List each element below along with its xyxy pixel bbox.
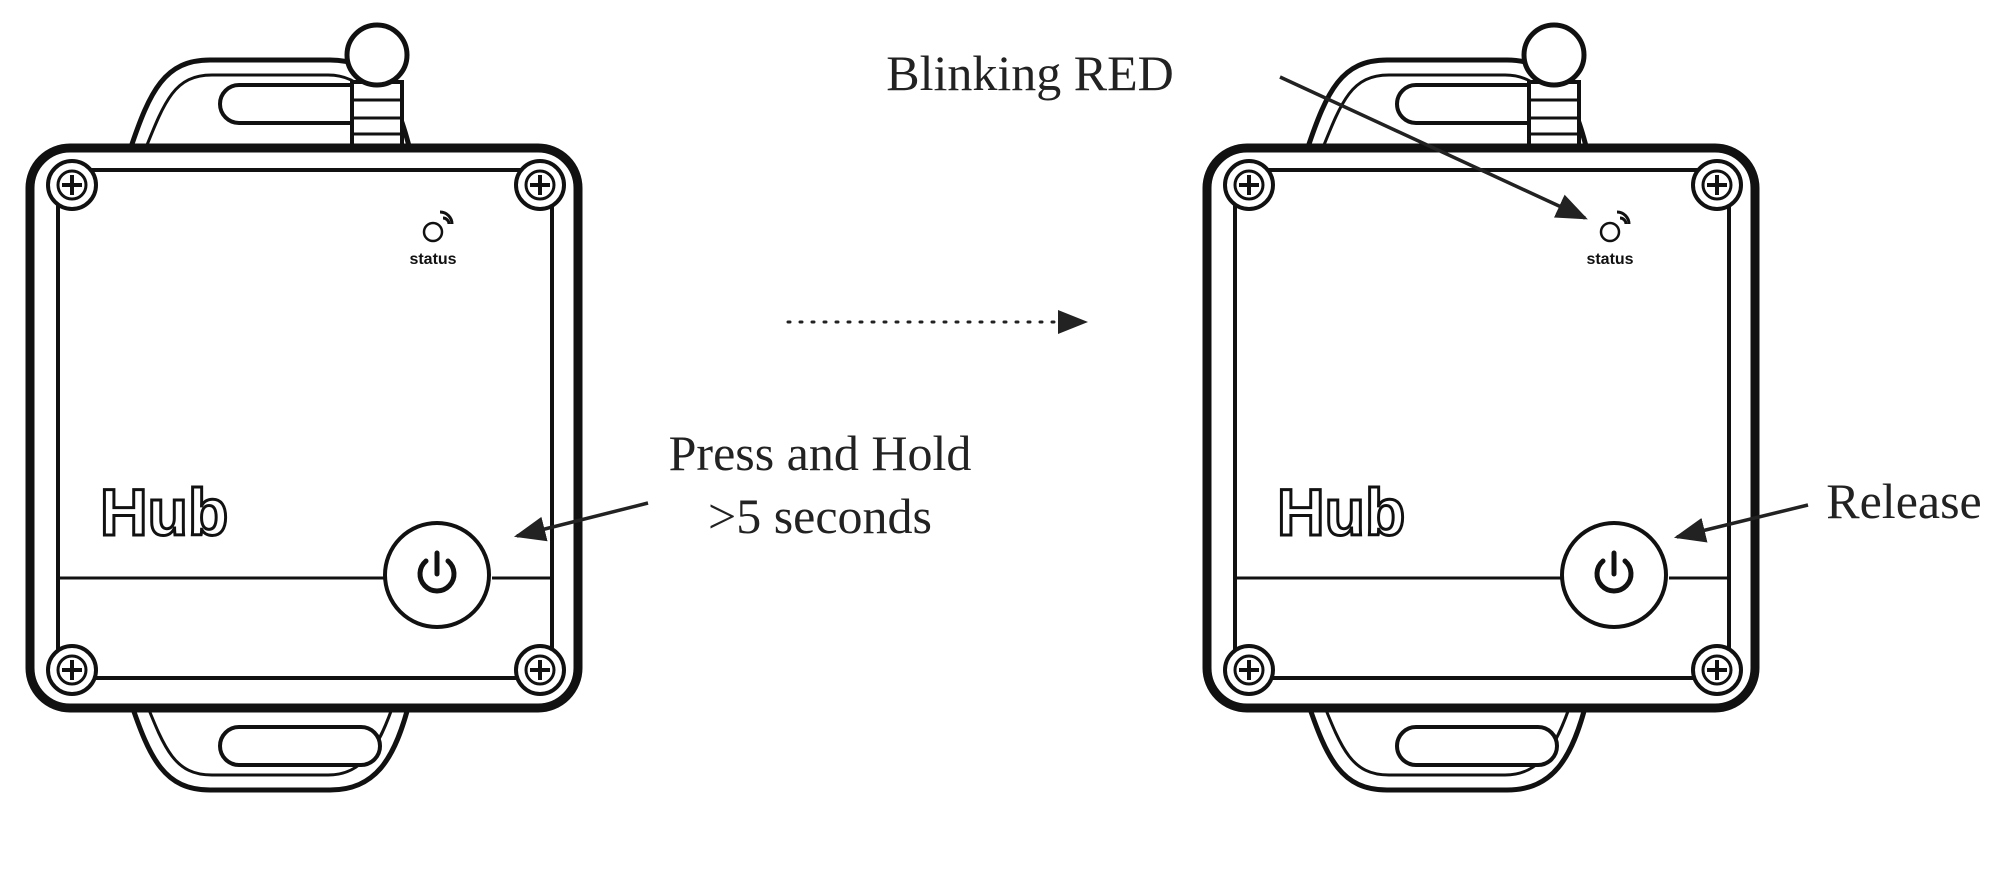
power-button[interactable] (383, 521, 491, 629)
transition-arrowhead (1058, 310, 1088, 334)
power-icon (417, 550, 457, 594)
device-body (30, 25, 578, 790)
press-label-line1: Press and Hold (669, 425, 972, 481)
blinking-arrow (1279, 75, 1588, 220)
status-label: status (1586, 251, 1633, 268)
hub-logo: Hub (100, 475, 228, 549)
release-arrow (1673, 503, 1809, 543)
hub-device-left: status Hub (30, 25, 578, 790)
device-body (1207, 25, 1755, 790)
status-label: status (409, 251, 456, 268)
status-led-icon (422, 210, 454, 243)
press-arrow (513, 501, 649, 542)
power-icon (1594, 550, 1634, 594)
status-led-icon (1599, 210, 1631, 243)
hub-logo: Hub (1277, 475, 1405, 549)
release-label: Release (1826, 473, 1981, 529)
power-button[interactable] (1560, 521, 1668, 629)
blinking-label: Blinking RED (886, 45, 1174, 101)
hub-device-right: status Hub (1207, 25, 1755, 790)
press-label-line2: >5 seconds (708, 488, 932, 544)
